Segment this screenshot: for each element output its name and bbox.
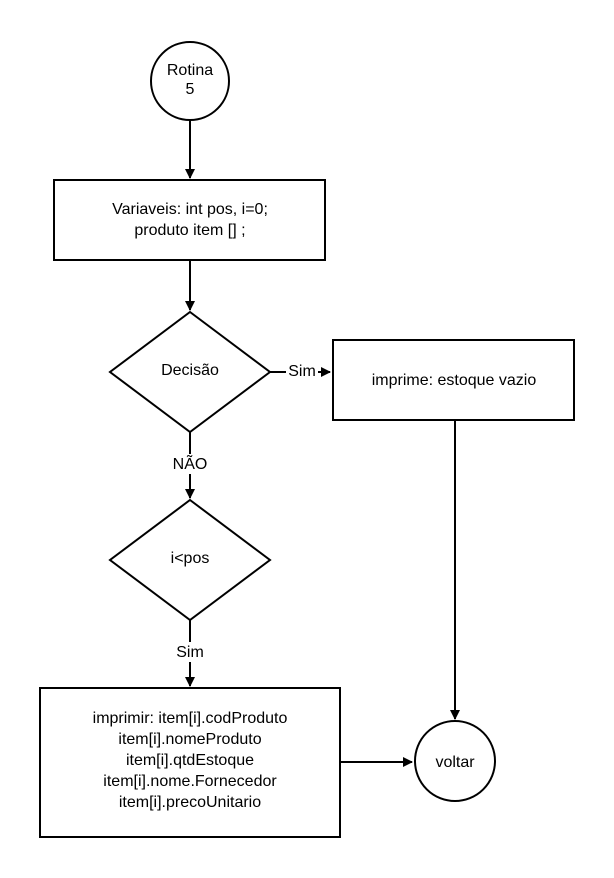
print-items-line: item[i].nomeProduto — [118, 731, 261, 748]
print-items-line: item[i].qtdEstoque — [126, 752, 254, 769]
print-items-line: imprimir: item[i].codProduto — [93, 710, 288, 727]
decision-diamond: Decisão — [108, 310, 272, 434]
start-node-line: Rotina — [167, 62, 213, 79]
edge-label-decision-no: NÃO — [173, 453, 208, 473]
edge-label-loop-yes: Sim — [176, 644, 204, 661]
start-node-line: 5 — [186, 81, 195, 98]
variables-line: Variaveis: int pos, i=0; — [112, 201, 268, 218]
loop-condition-diamond: i<pos — [108, 498, 272, 622]
end-node-label: voltar — [435, 754, 475, 771]
decision-label: Decisão — [161, 362, 219, 379]
print-items-line: item[i].precoUnitario — [119, 794, 261, 811]
print-items-process-box: imprimir: item[i].codProduto item[i].nome… — [39, 687, 341, 838]
variables-process-box: Variaveis: int pos, i=0; produto item [] … — [53, 179, 326, 261]
edge-label-decision-yes: Sim — [288, 363, 316, 380]
end-node: voltar — [414, 720, 496, 802]
empty-stock-process-box: imprime: estoque vazio — [332, 339, 575, 421]
print-items-line: item[i].nome.Fornecedor — [103, 773, 277, 790]
variables-line: produto item [] ; — [134, 222, 245, 239]
empty-stock-label: imprime: estoque vazio — [372, 372, 537, 389]
svg-text:Variaveis: int pos, i=0;produt: Variaveis: int pos, i=0; produto item [] … — [112, 201, 268, 239]
start-node: Rotina 5 — [150, 41, 230, 121]
loop-condition-label: i<pos — [171, 550, 210, 567]
